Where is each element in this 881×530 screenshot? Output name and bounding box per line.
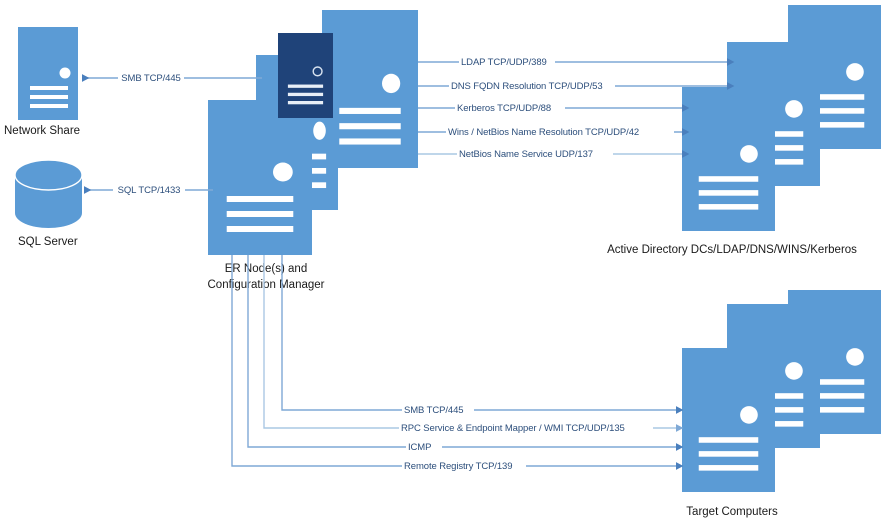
edge-label-backing [399,421,653,434]
network-share-caption: Network Share [4,125,80,137]
edge-line [263,255,684,432]
edge-label-backing [406,440,442,453]
sql-server-caption: SQL Server [18,236,78,248]
server-slot-line [30,104,68,108]
edge-line [281,255,684,414]
ad-server-front [682,87,775,231]
node-active-directory-stack[interactable]: Active Directory DCs/LDAP/DNS/WINS/Kerbe… [607,5,881,256]
edge-label-backing [113,183,185,196]
edge-label-backing [118,71,184,84]
edge-label-wins-netbios-42: Wins / NetBios Name Resolution TCP/UDP/4… [448,127,639,138]
edge-label-rpc-wmi-135: RPC Service & Endpoint Mapper / WMI TCP/… [401,423,625,434]
edge-label-backing [446,125,674,138]
node-er-node-stack[interactable]: ER Node(s) and Configuration Manager [208,10,419,291]
edge-kerberos-88[interactable]: Kerberos TCP/UDP/88 [418,101,690,114]
target-computers-caption: Target Computers [686,506,778,518]
edge-wins-netbios-42[interactable]: Wins / NetBios Name Resolution TCP/UDP/4… [418,125,690,138]
sql-server-cylinder-top [14,159,83,191]
edge-dns-53[interactable]: DNS FQDN Resolution TCP/UDP/53 [418,79,735,92]
edge-label-kerberos-88: Kerberos TCP/UDP/88 [457,103,551,114]
node-target-computers-stack[interactable]: Target Computers [682,290,881,518]
edge-netbios-137[interactable]: NetBios Name Service UDP/137 [418,147,690,160]
edge-label-ldap-389: LDAP TCP/UDP/389 [461,57,547,68]
network-share-led-icon [59,67,71,79]
edge-smb-445-share[interactable]: SMB TCP/445 [82,71,262,84]
server-slot-line [30,86,68,90]
edge-label-icmp: ICMP [408,442,431,453]
edge-label-dns-53: DNS FQDN Resolution TCP/UDP/53 [451,81,603,92]
edge-label-backing [459,55,555,68]
edge-label-smb-445-share: SMB TCP/445 [121,73,180,84]
edge-remote-registry-139[interactable]: Remote Registry TCP/139 [231,255,684,472]
server-slot-line [30,95,68,99]
er-node-caption-line1: ER Node(s) and [225,263,307,275]
edge-label-smb-445-target: SMB TCP/445 [404,405,463,416]
edge-label-sql-1433: SQL TCP/1433 [118,185,181,196]
node-sql-server[interactable]: SQL Server [14,159,83,248]
er-node-server-active-dark [278,33,333,118]
edge-label-backing [402,403,474,416]
er-node-caption-line2: Configuration Manager [208,279,325,291]
edge-line [247,255,684,451]
target-server-front [682,348,775,492]
edge-label-netbios-137: NetBios Name Service UDP/137 [459,149,593,160]
node-network-share[interactable]: Network Share [4,27,80,137]
edge-smb-445-target[interactable]: SMB TCP/445 [281,255,684,416]
edge-rpc-wmi-135[interactable]: RPC Service & Endpoint Mapper / WMI TCP/… [263,255,684,434]
edge-label-backing [455,101,565,114]
edge-ldap-389[interactable]: LDAP TCP/UDP/389 [418,55,735,68]
edge-label-remote-registry-139: Remote Registry TCP/139 [404,461,512,472]
er-node-server-front [208,100,312,255]
active-directory-caption: Active Directory DCs/LDAP/DNS/WINS/Kerbe… [607,244,857,256]
edge-label-backing [402,459,526,472]
edge-label-backing [449,79,615,92]
edge-label-backing [457,147,613,160]
edge-icmp[interactable]: ICMP [247,255,684,453]
edge-line [231,255,684,470]
edge-sql-1433[interactable]: SQL TCP/1433 [84,183,213,196]
